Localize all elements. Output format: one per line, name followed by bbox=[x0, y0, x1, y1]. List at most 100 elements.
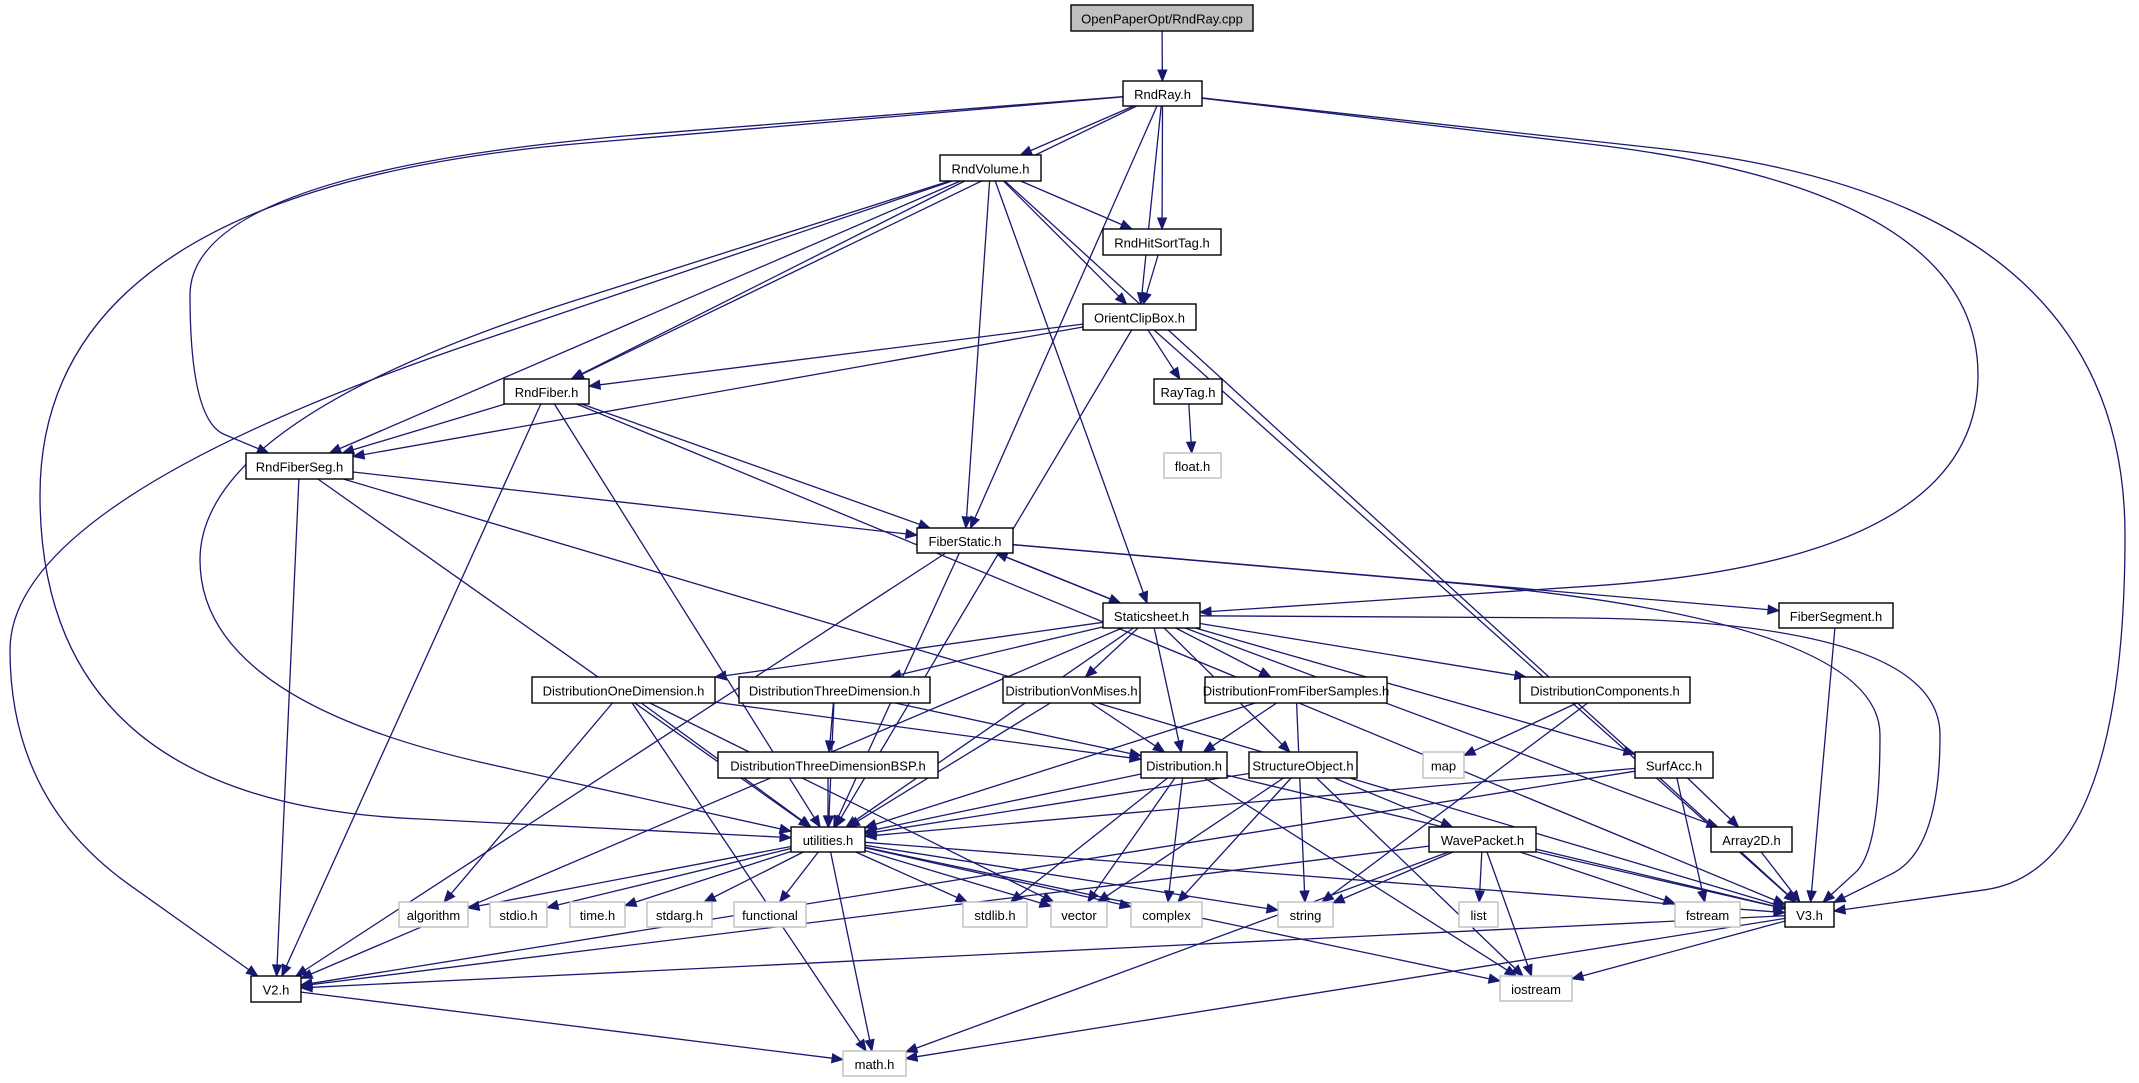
arrowhead-icon bbox=[994, 552, 1009, 563]
node-box[interactable] bbox=[1634, 751, 1714, 779]
node-V3[interactable]: V3.h bbox=[1784, 901, 1835, 928]
node-box[interactable] bbox=[1102, 602, 1201, 629]
edge-root-to-RndRay bbox=[1157, 30, 1168, 83]
arrowhead-icon bbox=[778, 889, 791, 904]
node-DistVonMises[interactable]: DistributionVonMises.h bbox=[1002, 676, 1141, 704]
node-DistThree[interactable]: DistributionThreeDimension.h bbox=[738, 676, 931, 704]
node-DistThreeBSP[interactable]: DistributionThreeDimensionBSP.h bbox=[717, 751, 939, 779]
arrowhead-icon bbox=[713, 670, 728, 681]
node-box[interactable] bbox=[245, 452, 354, 480]
edge-RndVolume-to-V3 bbox=[1004, 180, 1797, 903]
node-box[interactable] bbox=[916, 527, 1014, 554]
node-box[interactable] bbox=[717, 751, 939, 779]
node-FiberSegment[interactable]: FiberSegment.h bbox=[1778, 602, 1894, 629]
node-box[interactable] bbox=[939, 154, 1042, 182]
arrowhead-icon bbox=[1202, 741, 1216, 753]
node-RndVolume[interactable]: RndVolume.h bbox=[939, 154, 1042, 182]
edge-line bbox=[1473, 702, 1578, 752]
node-OrientClipBox[interactable]: OrientClipBox.h bbox=[1082, 303, 1197, 331]
node-box[interactable] bbox=[1140, 751, 1228, 779]
node-box[interactable] bbox=[1082, 303, 1197, 331]
arrowhead-icon bbox=[1156, 217, 1168, 231]
node-root[interactable]: OpenPaperOpt/RndRay.cpp bbox=[1070, 4, 1254, 32]
arrowhead-icon bbox=[1705, 818, 1720, 828]
node-label: OrientClipBox.h bbox=[1094, 311, 1185, 326]
arrowhead-icon bbox=[822, 815, 834, 829]
node-RayTag[interactable]: RayTag.h bbox=[1153, 378, 1223, 405]
node-label: WavePacket.h bbox=[1441, 833, 1524, 848]
node-box[interactable] bbox=[1710, 826, 1793, 853]
node-box[interactable] bbox=[1070, 4, 1254, 32]
node-box[interactable] bbox=[1519, 676, 1691, 704]
node-box bbox=[1163, 452, 1222, 479]
node-SurfAcc[interactable]: SurfAcc.h bbox=[1634, 751, 1714, 779]
node-box[interactable] bbox=[1122, 80, 1203, 107]
node-label: stdlib.h bbox=[974, 908, 1015, 923]
node-box[interactable] bbox=[1784, 901, 1835, 928]
node-label: Distribution.h bbox=[1146, 759, 1222, 774]
edge-line bbox=[1004, 180, 1789, 896]
node-fstream: fstream bbox=[1674, 901, 1741, 928]
edge-line bbox=[1582, 920, 1786, 977]
edge-SurfAcc-to-Array2D bbox=[1687, 777, 1740, 828]
node-stdio: stdio.h bbox=[489, 901, 548, 928]
edge-line bbox=[1188, 403, 1192, 443]
node-box[interactable] bbox=[503, 378, 590, 405]
node-box bbox=[1130, 901, 1203, 928]
edge-line bbox=[875, 773, 1142, 831]
node-DistOne[interactable]: DistributionOneDimension.h bbox=[531, 676, 716, 704]
node-V2[interactable]: V2.h bbox=[250, 975, 302, 1003]
arrowhead-icon bbox=[954, 892, 969, 903]
edge-line bbox=[339, 180, 961, 450]
node-DistComponents[interactable]: DistributionComponents.h bbox=[1519, 676, 1691, 704]
node-DistFromFiber[interactable]: DistributionFromFiberSamples.h bbox=[1203, 676, 1389, 704]
node-Distribution[interactable]: Distribution.h bbox=[1140, 751, 1228, 779]
node-label: RndRay.h bbox=[1134, 87, 1191, 102]
node-box[interactable] bbox=[1778, 602, 1894, 629]
edge-line bbox=[1093, 777, 1176, 894]
edge-Distribution-to-complex bbox=[1164, 777, 1184, 904]
arrowhead-icon bbox=[1832, 892, 1847, 903]
node-RndHitSortTag[interactable]: RndHitSortTag.h bbox=[1102, 228, 1222, 256]
edge-StructureObject-to-WavePacket bbox=[1334, 777, 1454, 828]
node-box[interactable] bbox=[250, 975, 302, 1003]
node-FiberStatic[interactable]: FiberStatic.h bbox=[916, 527, 1014, 554]
node-label: V2.h bbox=[263, 983, 290, 998]
node-RndRay[interactable]: RndRay.h bbox=[1122, 80, 1203, 107]
edge-FiberStatic-to-V2 bbox=[294, 552, 947, 977]
node-Staticsheet[interactable]: Staticsheet.h bbox=[1102, 602, 1201, 629]
edge-V3-to-math bbox=[904, 917, 1786, 1062]
node-box[interactable] bbox=[790, 826, 866, 853]
edge-V3-to-V2 bbox=[299, 915, 1786, 993]
node-utilities[interactable]: utilities.h bbox=[790, 826, 866, 853]
arrowhead-icon bbox=[904, 1042, 919, 1053]
arrowhead-icon bbox=[1773, 906, 1787, 917]
node-RndFiberSeg[interactable]: RndFiberSeg.h bbox=[245, 452, 354, 480]
node-box[interactable] bbox=[1248, 751, 1358, 779]
edge-line bbox=[1201, 97, 1979, 613]
node-RndFiber[interactable]: RndFiber.h bbox=[503, 378, 590, 405]
node-label: DistributionVonMises.h bbox=[1005, 684, 1137, 699]
arrowhead-icon bbox=[1173, 739, 1184, 754]
arrowhead-icon bbox=[809, 814, 821, 829]
node-Array2D[interactable]: Array2D.h bbox=[1710, 826, 1793, 853]
node-stdarg: stdarg.h bbox=[646, 901, 713, 928]
node-StructureObject[interactable]: StructureObject.h bbox=[1248, 751, 1358, 779]
edge-OrientClipBox-to-RayTag bbox=[1147, 329, 1181, 381]
edge-line bbox=[1810, 627, 1836, 892]
node-box[interactable] bbox=[738, 676, 931, 704]
arrowhead-icon bbox=[904, 528, 919, 540]
node-box[interactable] bbox=[1153, 378, 1223, 405]
edge-line bbox=[1204, 777, 1508, 971]
node-label: DistributionThreeDimensionBSP.h bbox=[730, 759, 926, 774]
node-label: math.h bbox=[855, 1057, 895, 1072]
node-vector: vector bbox=[1050, 901, 1108, 928]
edge-line bbox=[581, 403, 920, 525]
node-box[interactable] bbox=[1204, 676, 1388, 704]
node-box[interactable] bbox=[1002, 676, 1141, 704]
node-WavePacket[interactable]: WavePacket.h bbox=[1428, 826, 1537, 853]
node-box[interactable] bbox=[1102, 228, 1222, 256]
arrowhead-icon bbox=[623, 897, 638, 907]
node-box[interactable] bbox=[531, 676, 716, 704]
node-box[interactable] bbox=[1428, 826, 1537, 853]
